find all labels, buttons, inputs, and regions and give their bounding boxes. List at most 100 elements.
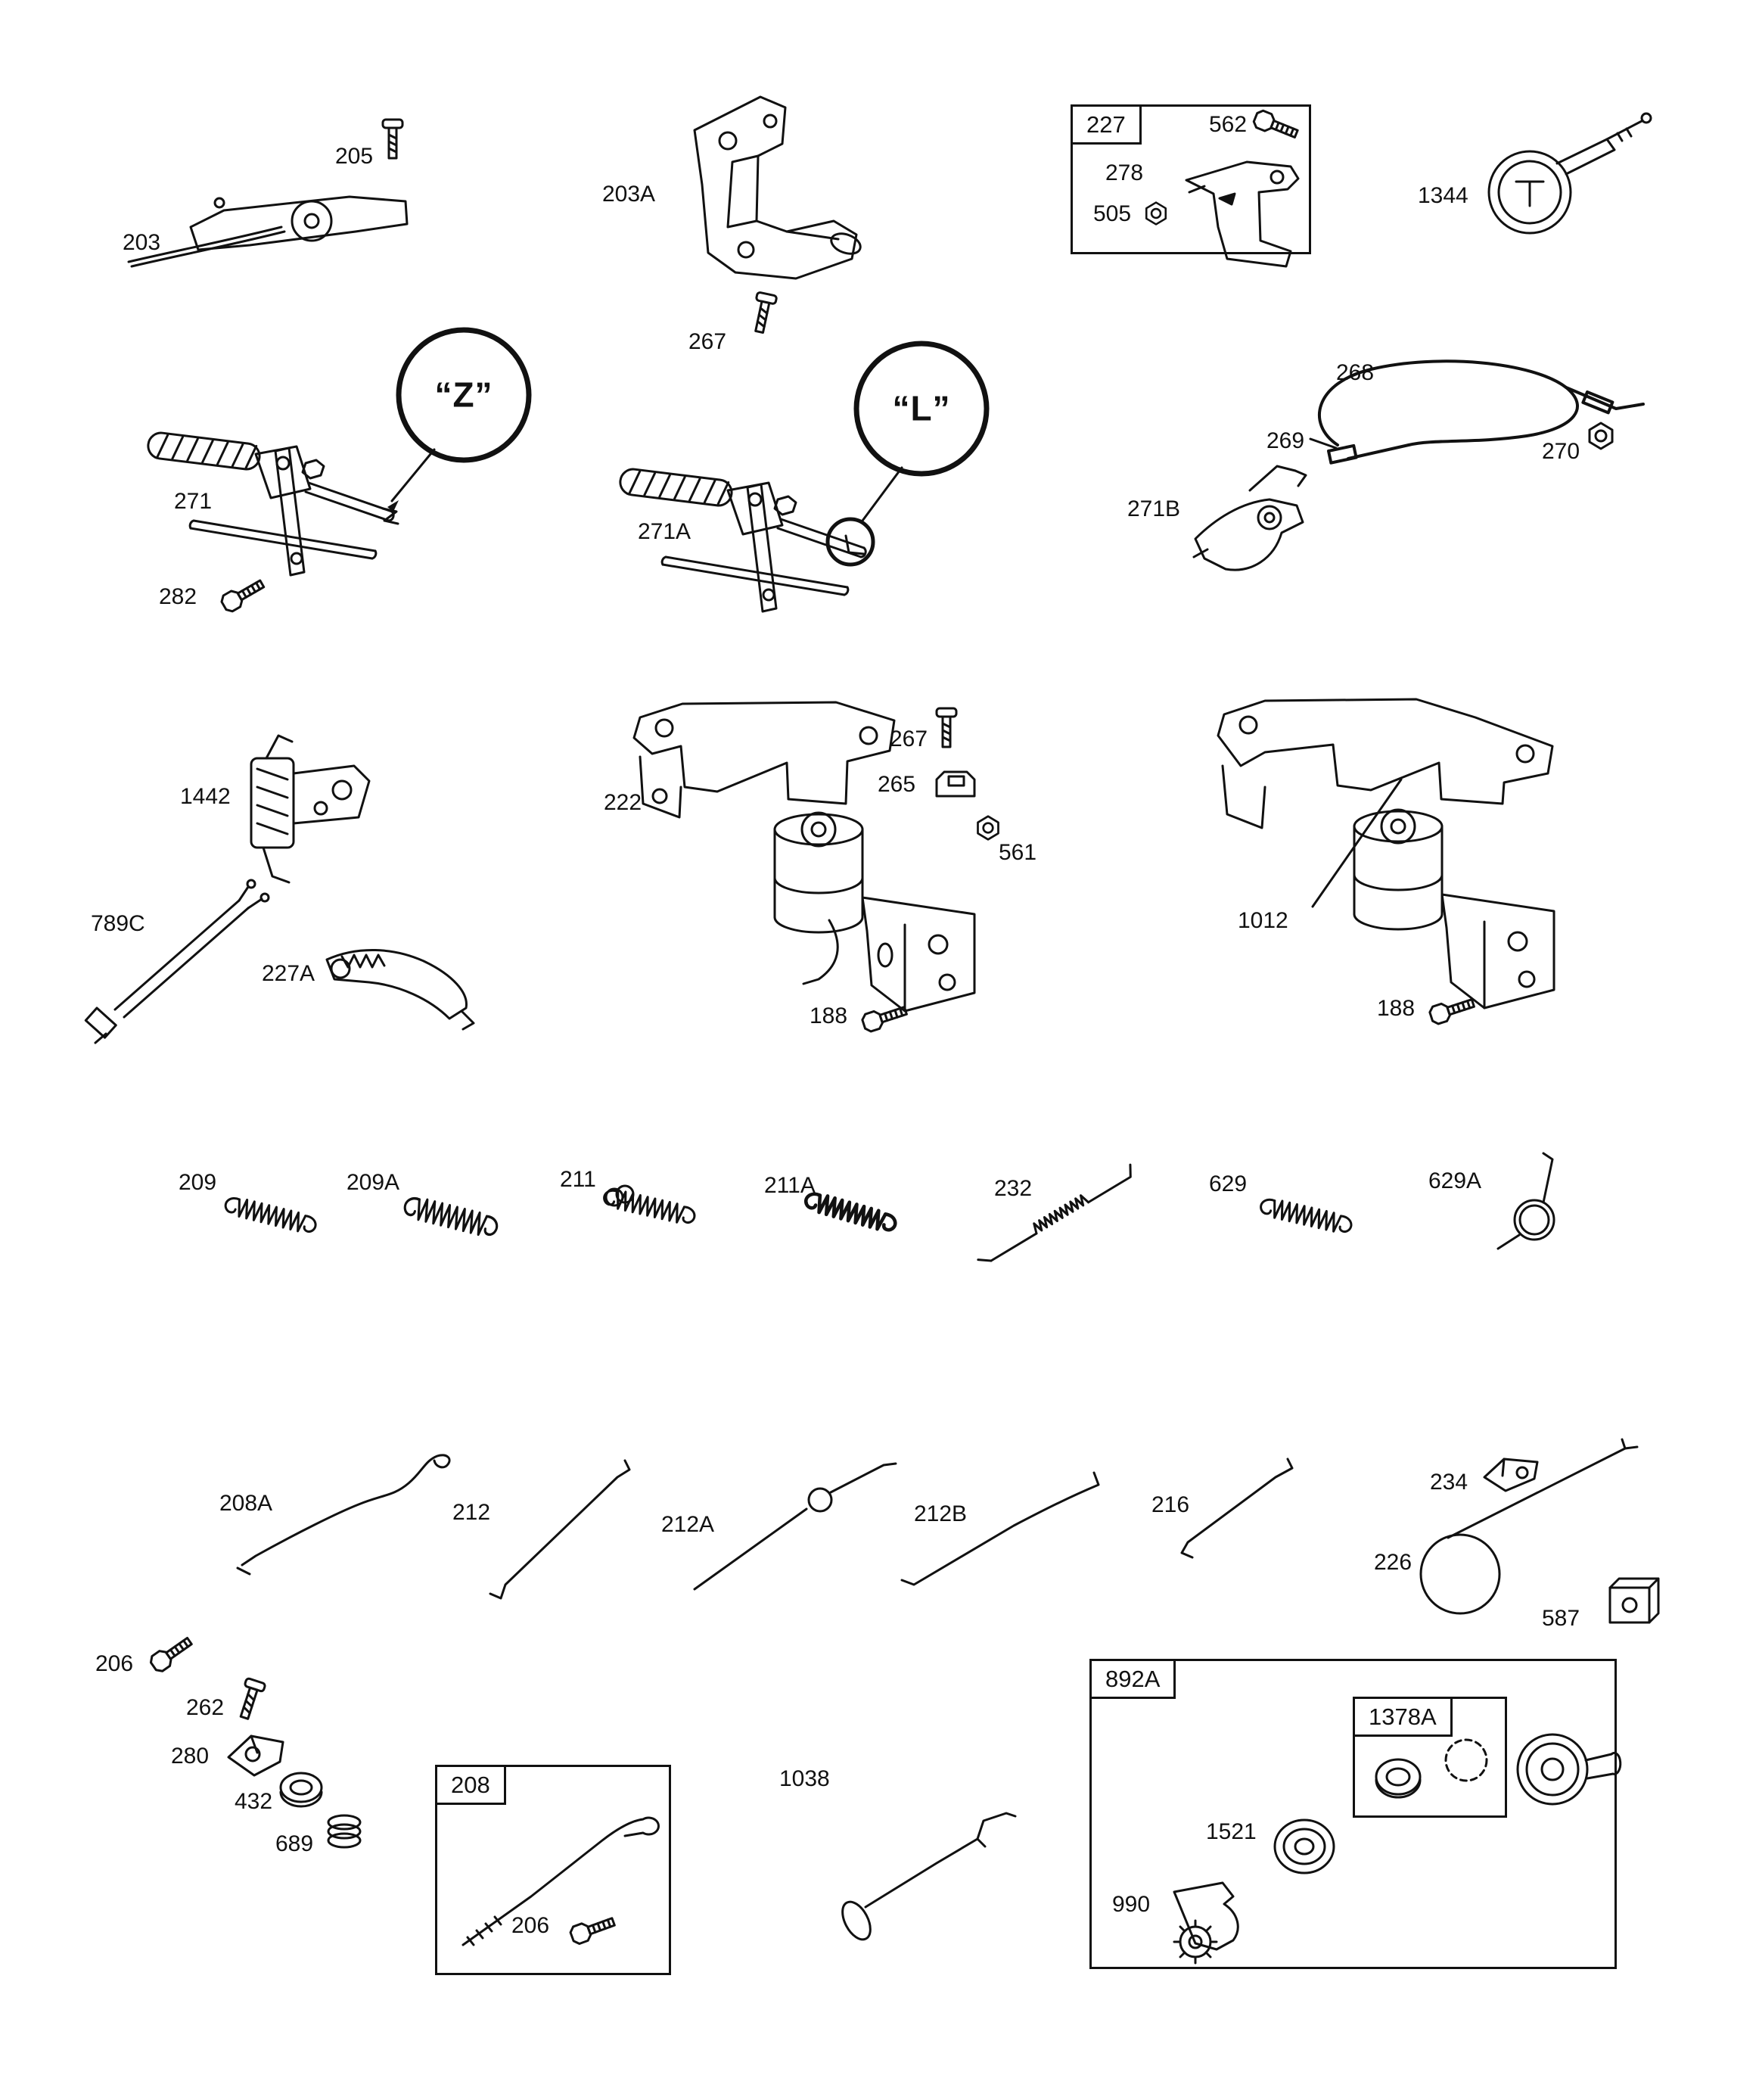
part-234-clip: [1483, 1458, 1539, 1492]
z-leader-line: [387, 448, 436, 512]
part-label-209: 209: [179, 1170, 217, 1195]
l-mark-label: “L”: [892, 388, 951, 428]
part-1378A-seal: [1375, 1758, 1422, 1799]
part-label-562: 562: [1209, 112, 1248, 137]
group-box-892A-label: 892A: [1092, 1661, 1176, 1699]
part-270-nut: [1588, 422, 1614, 450]
part-269-leader-line: [1309, 437, 1338, 450]
part-282-screw: [218, 574, 268, 615]
part-1038-drawing: [841, 1812, 1017, 1941]
part-271A-drawing: [617, 466, 867, 613]
group-box-227-label: 227: [1073, 107, 1142, 145]
part-label-271B: 271B: [1127, 496, 1181, 521]
part-label-212A: 212A: [661, 1512, 715, 1537]
part-label-990: 990: [1112, 1892, 1151, 1917]
part-208A-rod: [236, 1454, 451, 1576]
part-label-1344: 1344: [1418, 183, 1468, 208]
part-label-587: 587: [1542, 1606, 1580, 1631]
part-label-262: 262: [186, 1695, 225, 1720]
part-227-group-drawing: [1145, 107, 1301, 268]
part-label-203: 203: [123, 230, 161, 255]
group-box-1378A: 1378A: [1353, 1697, 1507, 1818]
part-label-629A: 629A: [1428, 1168, 1482, 1193]
part-629A-spring: [1496, 1152, 1555, 1250]
part-label-1442: 1442: [180, 784, 231, 809]
part-label-268: 268: [1336, 360, 1375, 385]
part-label-222: 222: [604, 790, 642, 815]
l-leader-line: [825, 466, 903, 567]
part-262-screw: [234, 1676, 267, 1722]
part-label-208A: 208A: [219, 1491, 273, 1516]
part-789C-drawing: [84, 879, 270, 1044]
group-box-208-label: 208: [437, 1767, 506, 1805]
part-label-561: 561: [999, 840, 1037, 865]
part-label-227A: 227A: [262, 961, 315, 986]
part-267-mid-screw: [935, 707, 958, 748]
part-label-629: 629: [1209, 1171, 1248, 1196]
group-box-1378A-label: 1378A: [1355, 1699, 1453, 1737]
part-188-right-screw: [1427, 993, 1478, 1027]
part-label-203A: 203A: [602, 182, 656, 207]
part-label-188-right: 188: [1377, 996, 1416, 1021]
part-561-nut: [977, 815, 999, 841]
part-label-211: 211: [560, 1167, 596, 1192]
part-188-left-screw: [859, 1000, 910, 1034]
group-box-892A: 892A: [1089, 1659, 1617, 1969]
part-label-188-left: 188: [810, 1003, 848, 1028]
part-label-206-a: 206: [95, 1651, 134, 1676]
part-label-234: 234: [1430, 1470, 1468, 1495]
part-892A-knob: [1516, 1733, 1622, 1806]
part-227A-drawing: [325, 949, 475, 1031]
part-216-rod: [1180, 1458, 1294, 1559]
part-label-271A: 271A: [638, 519, 691, 544]
part-1442-drawing: [250, 734, 371, 884]
part-label-212: 212: [452, 1500, 491, 1525]
part-208-rod: [462, 1816, 660, 1946]
part-271B-drawing: [1192, 465, 1307, 571]
l-detail-circle: [853, 341, 990, 477]
part-211A-spring: [803, 1190, 897, 1234]
part-label-789C: 789C: [91, 911, 145, 936]
group-box-208: 208: [435, 1765, 671, 1975]
part-label-226: 226: [1374, 1550, 1412, 1575]
part-label-270: 270: [1542, 439, 1580, 464]
part-label-689: 689: [275, 1831, 314, 1856]
part-587-block: [1608, 1577, 1660, 1624]
part-990-bracket: [1173, 1881, 1239, 1965]
part-label-232: 232: [994, 1176, 1033, 1201]
part-209A-spring: [401, 1193, 501, 1240]
part-label-1012: 1012: [1238, 908, 1288, 933]
part-232-spring: [977, 1163, 1132, 1262]
part-1378A-snap-ring: [1444, 1738, 1488, 1782]
part-280-bracket: [227, 1734, 284, 1777]
part-212B-rod: [900, 1471, 1100, 1586]
part-label-1038: 1038: [779, 1766, 830, 1791]
part-689-spring-cup: [327, 1814, 362, 1849]
z-detail-circle: [396, 327, 532, 463]
part-268-cable-drawing: [1318, 359, 1645, 465]
part-203-drawing: [127, 195, 409, 268]
part-432-bushing: [279, 1772, 323, 1808]
part-206a-bolt: [147, 1632, 196, 1675]
part-label-212B: 212B: [914, 1501, 968, 1526]
part-label-267-top: 267: [688, 329, 727, 354]
group-box-227: 227: [1071, 104, 1311, 254]
part-label-280: 280: [171, 1744, 210, 1769]
part-label-216: 216: [1151, 1492, 1190, 1517]
part-271-drawing: [145, 430, 399, 577]
part-label-282: 282: [159, 584, 197, 609]
part-label-267-mid: 267: [890, 726, 928, 751]
part-label-205: 205: [335, 144, 374, 169]
part-label-1521: 1521: [1206, 1819, 1257, 1844]
part-212-rod: [489, 1459, 631, 1600]
part-1344-drawing: [1487, 112, 1652, 235]
part-label-211A: 211A: [764, 1173, 816, 1198]
part-267-top-screw: [748, 291, 778, 335]
z-mark-label: “Z”: [434, 375, 493, 415]
part-265-drawing: [935, 770, 976, 798]
part-211-spring: [601, 1184, 698, 1227]
part-203A-drawing: [693, 95, 862, 280]
part-label-209A: 209A: [347, 1170, 400, 1195]
